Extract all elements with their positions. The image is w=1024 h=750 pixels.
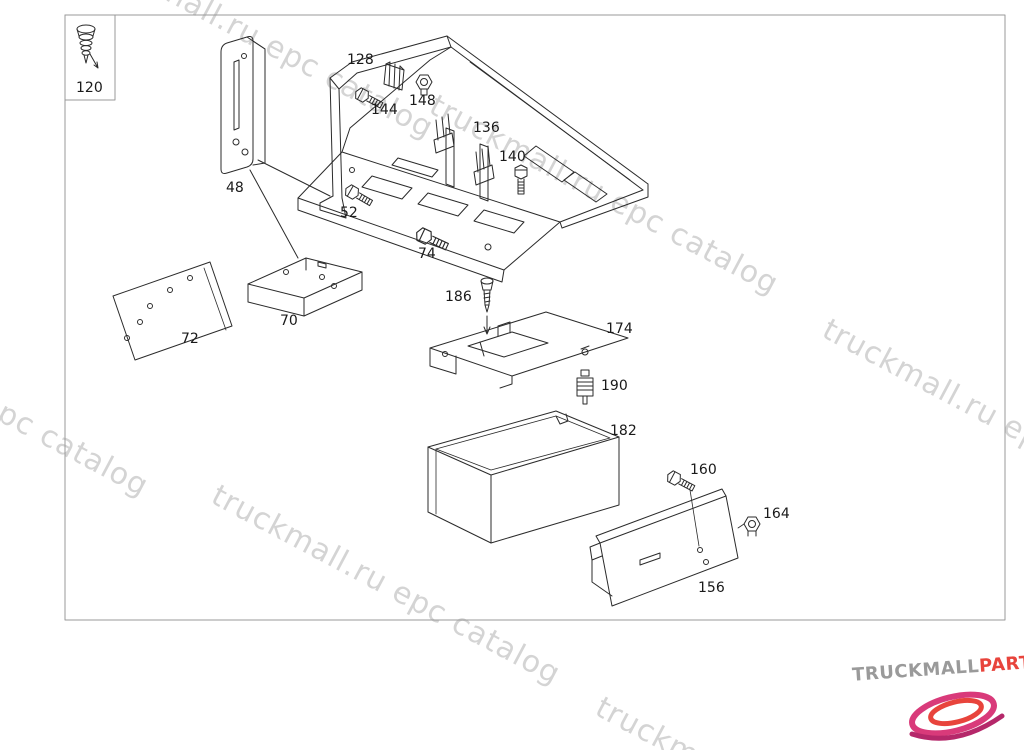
part-label-52: 52 [340,205,358,221]
part-label-156: 156 [698,580,725,596]
part-label-186: 186 [445,289,472,305]
part-label-160: 160 [690,462,717,478]
part-label-48: 48 [226,180,244,196]
support-frame-drawing [297,35,649,283]
part-174-drawing [429,311,629,389]
part-label-182: 182 [610,423,637,439]
part-156-drawing [589,488,745,607]
brand-accent: PARTS [978,651,1024,677]
part-148-drawing [415,74,433,96]
part-label-74: 74 [418,246,436,262]
brand-swirl-icon [909,691,1005,741]
part-190-drawing [576,369,594,405]
part-label-136: 136 [473,120,500,136]
part-label-148: 148 [409,93,436,109]
part-182-drawing [427,410,620,544]
part-label-70: 70 [280,313,298,329]
part-120-drawing [76,24,99,69]
part-label-144: 144 [371,102,398,118]
part-140-drawing [514,164,528,195]
part-label-72: 72 [181,331,199,347]
part-186-drawing [480,277,494,335]
part-label-174: 174 [606,321,633,337]
part-label-120: 120 [76,80,103,96]
diagram-border [64,14,1006,621]
part-label-140: 140 [499,149,526,165]
part-164-drawing [743,516,761,537]
part-label-164: 164 [763,506,790,522]
part-128-drawing [383,61,405,91]
part-72-drawing [112,261,233,361]
part-70-drawing [247,257,363,317]
part-label-128: 128 [347,52,374,68]
part-label-190: 190 [601,378,628,394]
part-48-drawing [220,36,331,259]
part-136-drawing [433,113,495,186]
